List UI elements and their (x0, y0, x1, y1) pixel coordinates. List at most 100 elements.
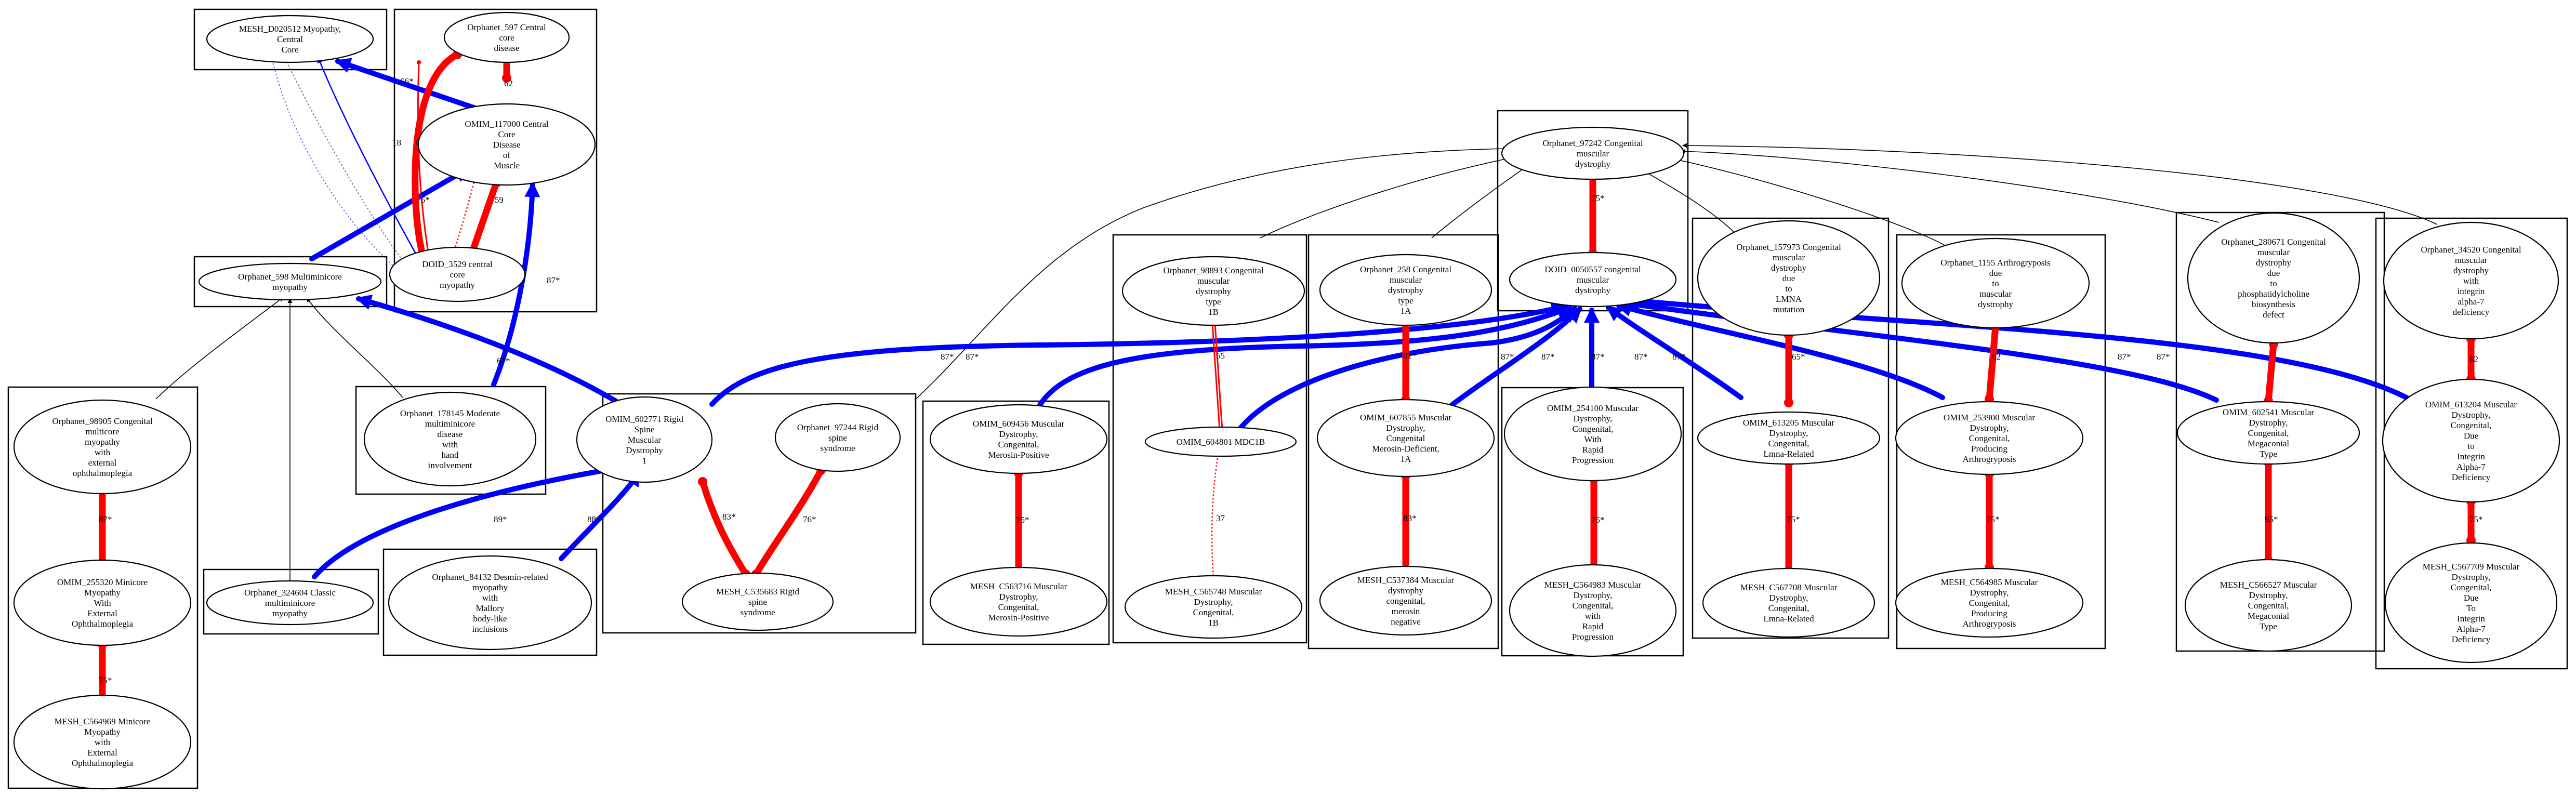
cluster-orph324604 (203, 568, 379, 635)
edge-label: 75* (2469, 514, 2483, 524)
edge-red (2264, 339, 2278, 406)
node-ellipse (198, 262, 382, 301)
node-ellipse (576, 396, 713, 483)
node-ellipse (13, 694, 192, 790)
edge-blue (1606, 305, 1743, 400)
node-ellipse (1895, 567, 2084, 638)
edge-label: 87* (2118, 352, 2131, 362)
edge-black (914, 146, 1508, 401)
edge-label: 87* (2157, 352, 2170, 362)
edge-label: 67* (497, 356, 510, 366)
node-ellipse (388, 555, 592, 651)
node-omim-604801: OMIM_604801 MDC1B (1144, 426, 1297, 457)
edge-label: 65* (1792, 352, 1805, 362)
edge-label: 83* (1403, 513, 1417, 523)
edge-label: 87* (1501, 352, 1514, 362)
edge-red (698, 477, 750, 579)
cluster-mesh-myopathy (193, 8, 388, 71)
edge-label: 55 (1216, 351, 1225, 361)
cluster-cmd1b (1112, 234, 1307, 644)
edge-red (1985, 322, 2000, 404)
edge-label: 95* (2265, 514, 2278, 524)
node-ellipse (1895, 401, 2084, 475)
node-label: OMIM_604801 MDC1B (1177, 437, 1265, 447)
edge-blue (1034, 304, 1573, 413)
edge-labels: 66* 62 18 66* 59 5* 87* 67* 87* 75* 89* … (99, 76, 2483, 685)
edge-label: 75* (1016, 515, 1029, 525)
edge-label: 59 (495, 195, 504, 205)
edge-label: 62 (2469, 354, 2478, 364)
edge-label: 88* (587, 514, 601, 524)
node-ellipse (13, 559, 192, 646)
node-ellipse (13, 399, 192, 495)
edge-red (466, 178, 501, 262)
cluster-cmd1a (1307, 234, 1499, 650)
node-ellipse (206, 580, 374, 626)
edge-black (306, 297, 403, 398)
node-ellipse (1501, 126, 1685, 180)
node-ellipse (1503, 386, 1682, 482)
edge-label: 87* (1541, 352, 1555, 362)
node-ellipse (2382, 378, 2560, 503)
edge-black (1681, 149, 2220, 223)
edge-blue (355, 295, 624, 407)
edge-black (1682, 143, 2438, 225)
edge-label: 75* (1591, 515, 1605, 525)
node-ellipse (2383, 221, 2559, 340)
edge-label: 87* (941, 352, 954, 362)
edge-black (1431, 162, 1534, 239)
edge-red (1212, 321, 1225, 433)
edge-black (1260, 153, 1526, 239)
edge-label: 75* (1787, 514, 1800, 524)
cluster-central-core (393, 8, 598, 313)
node-ellipse (389, 246, 526, 302)
node-ellipse (1144, 426, 1297, 457)
node-ellipse (929, 566, 1108, 637)
edge-label: 87* (1591, 352, 1605, 362)
node-ellipse (929, 404, 1108, 474)
node-ellipse (1509, 564, 1677, 657)
edge-blue (559, 470, 642, 561)
edge-label: 75* (99, 675, 112, 685)
edge-blue (309, 166, 471, 261)
